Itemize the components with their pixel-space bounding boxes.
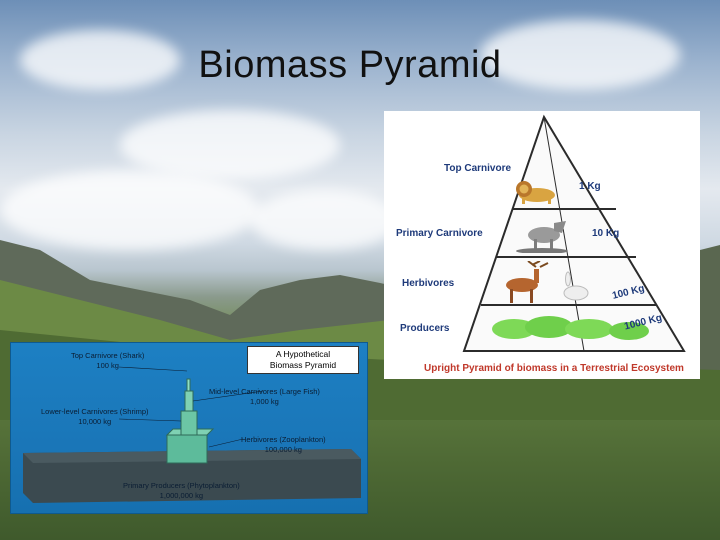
level-label-producers: Producers (400, 323, 450, 334)
wolf-icon (516, 221, 568, 253)
level-label-primary-carnivore: Primary Carnivore (396, 228, 483, 239)
aquatic-level-herbivores: Herbivores (Zooplankton) 100,000 kg (241, 435, 326, 455)
deer-rabbit-icon (506, 261, 589, 303)
aquatic-level-mass: 100 kg (96, 361, 119, 370)
grass-icon (492, 316, 649, 340)
aquatic-level-name: Lower-level Carnivores (Shrimp) (41, 407, 149, 416)
cloud (20, 30, 180, 90)
level-label-top-carnivore: Top Carnivore (444, 163, 512, 174)
aquatic-level-name: Herbivores (Zooplankton) (241, 435, 326, 444)
aquatic-pyramid-shape (23, 366, 361, 503)
cloud (250, 190, 400, 250)
terrestrial-pyramid-figure: Top Carnivore 1 Kg Primary Carnivore 10 … (384, 111, 700, 379)
level-mass-primary-carnivore: 10 Kg (592, 228, 620, 239)
slide-title: Biomass Pyramid (198, 44, 502, 86)
aquatic-level-name: Top Carnivore (Shark) (71, 351, 145, 360)
aquatic-title-line2: Biomass Pyramid (269, 360, 337, 370)
level-label-herbivores: Herbivores (402, 278, 455, 289)
aquatic-level-mid-carnivores: Mid-level Carnivores (Large Fish) 1,000 … (209, 387, 320, 407)
aquatic-level-top-carnivore: Top Carnivore (Shark) 100 kg (71, 351, 144, 371)
aquatic-level-name: Mid-level Carnivores (Large Fish) (209, 387, 320, 396)
pyramid-shape (462, 114, 686, 352)
level-mass-top-carnivore: 1 Kg (579, 181, 601, 192)
cloud (120, 110, 340, 180)
aquatic-level-mass: 100,000 kg (264, 445, 302, 454)
aquatic-title-line1: A Hypothetical (275, 349, 331, 359)
aquatic-pyramid-figure: A Hypothetical Biomass Pyramid Top Carni… (10, 342, 368, 514)
cloud (480, 20, 680, 90)
aquatic-figure-title: A Hypothetical Biomass Pyramid (247, 346, 359, 374)
cloud (0, 170, 260, 250)
aquatic-level-lower-carnivores: Lower-level Carnivores (Shrimp) 10,000 k… (41, 407, 149, 427)
aquatic-level-name: Primary Producers (Phytoplankton) (123, 481, 240, 490)
lion-icon (516, 181, 555, 204)
aquatic-level-primary-producers: Primary Producers (Phytoplankton) 1,000,… (123, 481, 240, 501)
aquatic-level-mass: 1,000 kg (250, 397, 279, 406)
figure-caption: Upright Pyramid of biomass in a Terrestr… (424, 363, 684, 374)
aquatic-level-mass: 1,000,000 kg (159, 491, 204, 500)
aquatic-level-mass: 10,000 kg (78, 417, 112, 426)
